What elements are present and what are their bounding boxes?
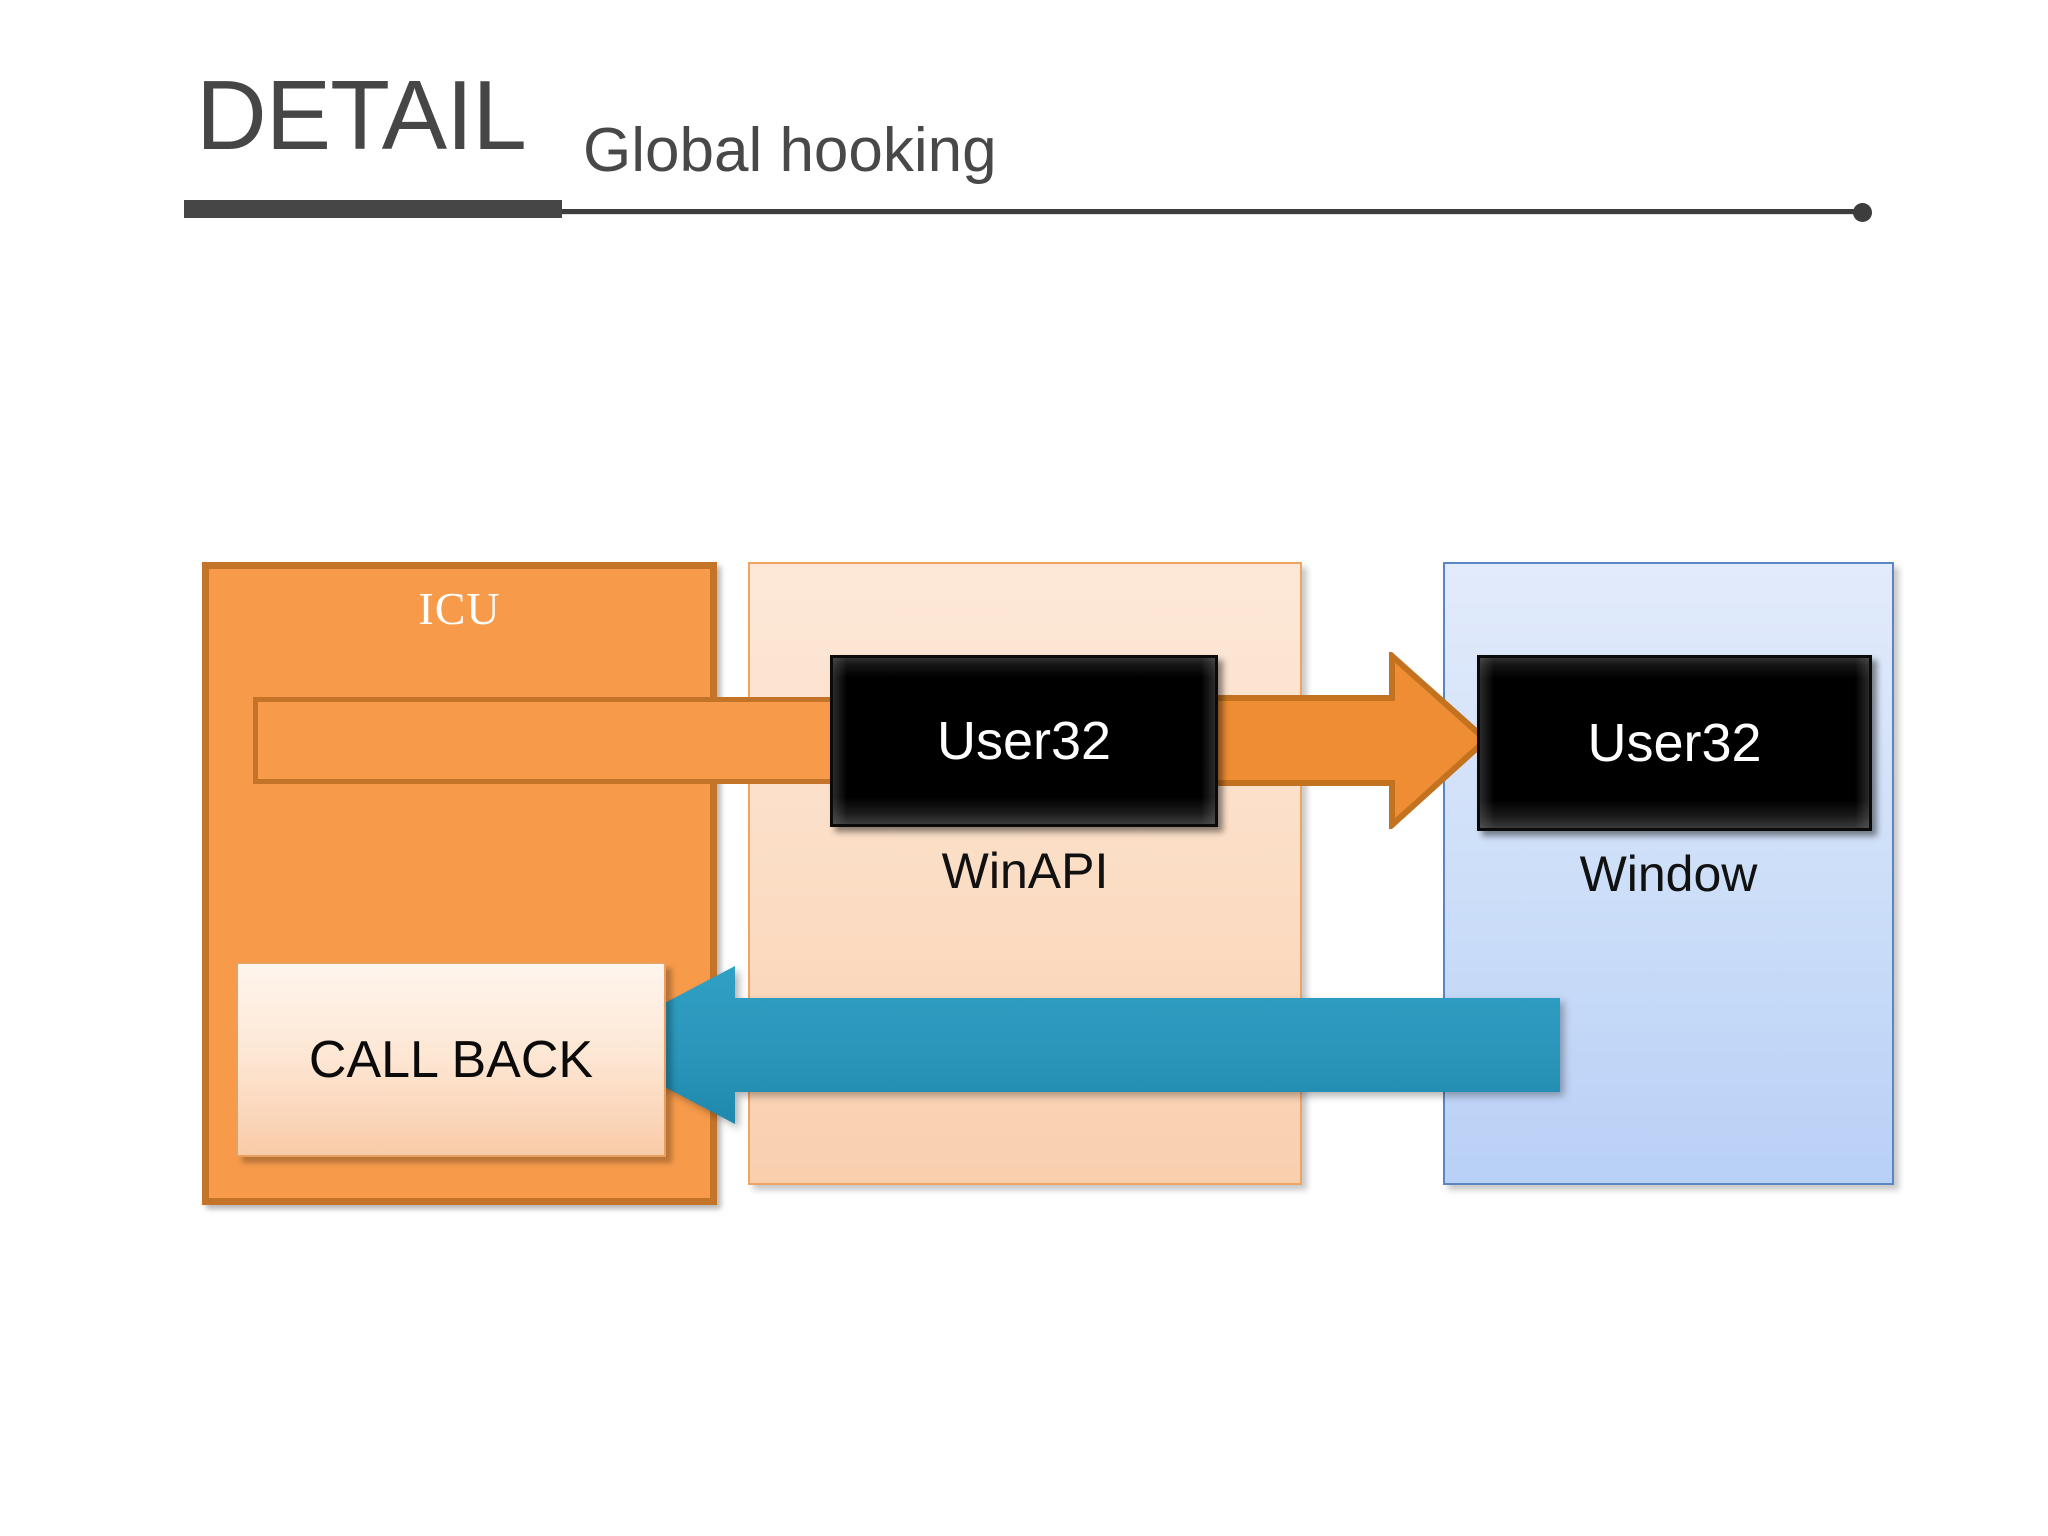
module-user32-window[interactable]: User32: [1477, 655, 1872, 831]
arrow-window-to-callback-icon: [585, 966, 1560, 1124]
page-title: DETAIL: [196, 60, 527, 170]
module-user32-window-label: User32: [1587, 713, 1762, 773]
callback-box-label: CALL BACK: [308, 1031, 594, 1089]
module-user32-winapi-label: User32: [936, 711, 1112, 771]
panel-icu-label: ICU: [418, 583, 501, 634]
page-subtitle: Global hooking: [583, 116, 997, 185]
slide-header: DETAIL Global hooking: [0, 0, 2048, 240]
arrow-icu-to-user32-icon: [253, 697, 863, 784]
title-underline-bar: [184, 200, 562, 218]
arrow-winapi-to-window-icon: [1207, 652, 1490, 829]
callback-box[interactable]: [236, 962, 666, 1157]
header-divider-dot-icon: [1853, 203, 1872, 222]
header-divider-line: [562, 209, 1862, 214]
panel-winapi-label: WinAPI: [941, 843, 1109, 899]
panel-window-label: Window: [1579, 846, 1758, 902]
module-user32-winapi[interactable]: User32: [830, 655, 1218, 827]
